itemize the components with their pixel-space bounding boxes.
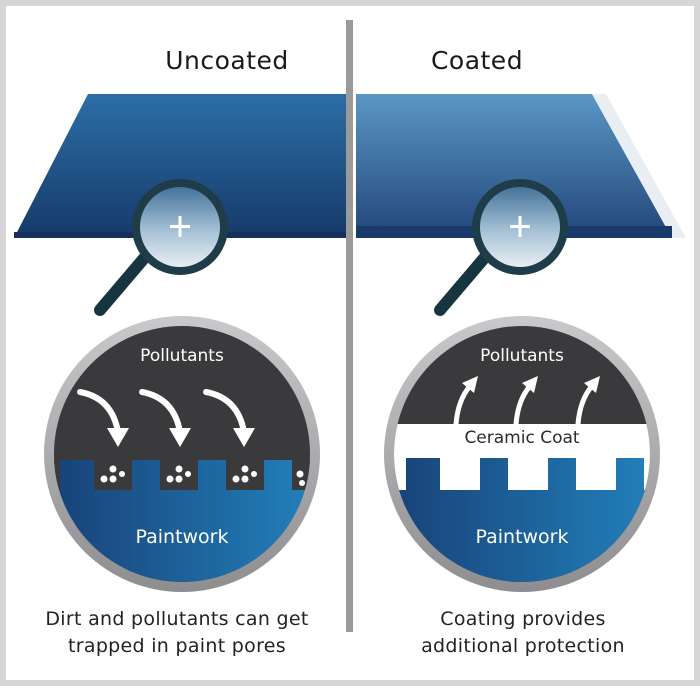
coated-caption-line2: additional protection <box>421 635 625 657</box>
uncoated-closeup-circle <box>44 316 320 592</box>
uncoated-caption-line2: trapped in paint pores <box>68 635 286 657</box>
ceramic-coat-layer <box>394 424 650 464</box>
paint-pores <box>54 460 310 490</box>
plus-icon <box>170 216 190 237</box>
magnifier-icon <box>94 179 228 316</box>
coated-paintwork-label: Paintwork <box>475 526 569 548</box>
right-surface-gloss <box>592 94 686 238</box>
uncoated-caption-line1: Dirt and pollutants can get <box>45 608 309 630</box>
ceramic-coat-label: Ceramic Coat <box>464 428 580 448</box>
right-surface-panel <box>356 94 672 238</box>
uncoated-pollutants-label: Pollutants <box>140 346 224 366</box>
left-surface-panel <box>14 94 346 238</box>
coated-caption: Coating provides additional protection <box>358 606 688 660</box>
arrow-heads <box>107 428 255 447</box>
coated-title: Coated <box>430 46 524 75</box>
uncoated-title: Uncoated <box>165 46 289 75</box>
magnifier-icon <box>434 179 568 316</box>
plus-icon <box>510 216 530 237</box>
arrow-up-icon <box>453 383 595 427</box>
coated-closeup-circle <box>384 316 660 592</box>
uncoated-paintwork-label: Paintwork <box>135 526 229 548</box>
coated-pollutants-label: Pollutants <box>480 346 564 366</box>
coated-caption-line1: Coating provides <box>440 608 606 630</box>
center-divider <box>346 20 353 632</box>
uncoated-caption: Dirt and pollutants can get trapped in p… <box>12 606 342 660</box>
curved-arrow-down-icon <box>77 389 247 435</box>
